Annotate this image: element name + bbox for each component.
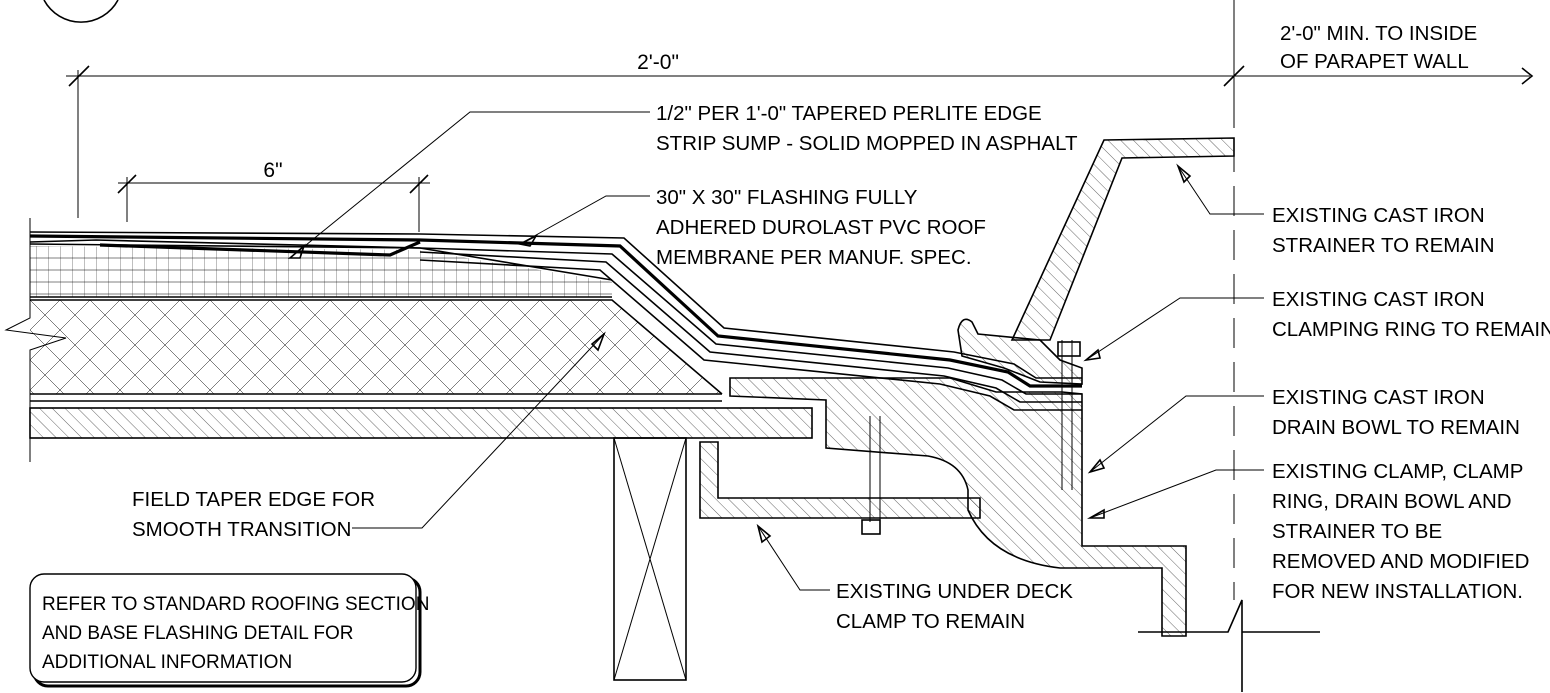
under-deck-line-2: CLAMP TO REMAIN xyxy=(836,610,1025,633)
clamping-ring-line-2: CLAMPING RING TO REMAIN xyxy=(1272,318,1550,341)
note-line-2: AND BASE FLASHING DETAIL FOR xyxy=(42,623,353,644)
overall-dimension: 2'-0" xyxy=(66,0,1534,218)
sump-dimension-label: 6" xyxy=(263,159,282,182)
detail-bubble xyxy=(43,0,119,23)
note-line-3: ADDITIONAL INFORMATION xyxy=(42,652,292,673)
flashing-line-2: ADHERED DUROLAST PVC ROOF xyxy=(656,216,986,239)
callout-perlite: 1/2" PER 1'-0" TAPERED PERLITE EDGE STRI… xyxy=(656,102,1078,155)
flashing-line-3: MEMBRANE PER MANUF. SPEC. xyxy=(656,246,972,269)
clamping-ring-line-1: EXISTING CAST IRON xyxy=(1272,288,1485,311)
leaders xyxy=(287,111,1264,591)
roof-assembly xyxy=(4,218,1082,462)
sump-dimension: 6" xyxy=(117,159,430,232)
strainer-line-1: EXISTING CAST IRON xyxy=(1272,204,1485,227)
under-deck-line-1: EXISTING UNDER DECK xyxy=(836,580,1073,603)
field-taper-line-1: FIELD TAPER EDGE FOR xyxy=(132,488,375,511)
flashing-line-1: 30" X 30" FLASHING FULLY xyxy=(656,186,918,209)
strainer-line-2: STRAINER TO REMAIN xyxy=(1272,234,1495,257)
parapet-note-line-1: 2'-0" MIN. TO INSIDE xyxy=(1280,22,1477,45)
parapet-wall-line xyxy=(1138,98,1320,692)
callout-under-deck: EXISTING UNDER DECK CLAMP TO REMAIN xyxy=(836,580,1073,633)
perlite-line-1: 1/2" PER 1'-0" TAPERED PERLITE EDGE xyxy=(656,102,1042,125)
modify-line-3: STRAINER TO BE xyxy=(1272,520,1442,543)
note-line-1: REFER TO STANDARD ROOFING SECTION xyxy=(42,594,429,615)
callout-strainer: EXISTING CAST IRON STRAINER TO REMAIN xyxy=(1272,204,1495,257)
reference-note-box: REFER TO STANDARD ROOFING SECTION AND BA… xyxy=(29,573,429,688)
modify-line-1: EXISTING CLAMP, CLAMP xyxy=(1272,460,1523,483)
field-taper-line-2: SMOOTH TRANSITION xyxy=(132,518,351,541)
callout-field-taper: FIELD TAPER EDGE FOR SMOOTH TRANSITION xyxy=(132,488,375,541)
callout-drain-bowl: EXISTING CAST IRON DRAIN BOWL TO REMAIN xyxy=(1272,386,1520,439)
callout-flashing: 30" X 30" FLASHING FULLY ADHERED DUROLAS… xyxy=(656,186,986,269)
parapet-dimension-note: 2'-0" MIN. TO INSIDE OF PARAPET WALL xyxy=(1280,22,1477,73)
drain-bowl-line-2: DRAIN BOWL TO REMAIN xyxy=(1272,416,1520,439)
modify-line-4: REMOVED AND MODIFIED xyxy=(1272,550,1529,573)
parapet-note-line-2: OF PARAPET WALL xyxy=(1280,50,1469,73)
overall-dimension-label: 2'-0" xyxy=(637,51,679,74)
clamping-ring xyxy=(957,318,1083,385)
perlite-line-2: STRIP SUMP - SOLID MOPPED IN ASPHALT xyxy=(656,132,1078,155)
modify-line-2: RING, DRAIN BOWL AND xyxy=(1272,490,1512,513)
callout-modify: EXISTING CLAMP, CLAMP RING, DRAIN BOWL A… xyxy=(1272,460,1529,603)
strainer xyxy=(1010,137,1235,341)
drain-bowl-line-1: EXISTING CAST IRON xyxy=(1272,386,1485,409)
modify-line-5: FOR NEW INSTALLATION. xyxy=(1272,580,1523,603)
wood-blocking xyxy=(613,437,687,681)
callout-clamping-ring: EXISTING CAST IRON CLAMPING RING TO REMA… xyxy=(1272,288,1550,341)
